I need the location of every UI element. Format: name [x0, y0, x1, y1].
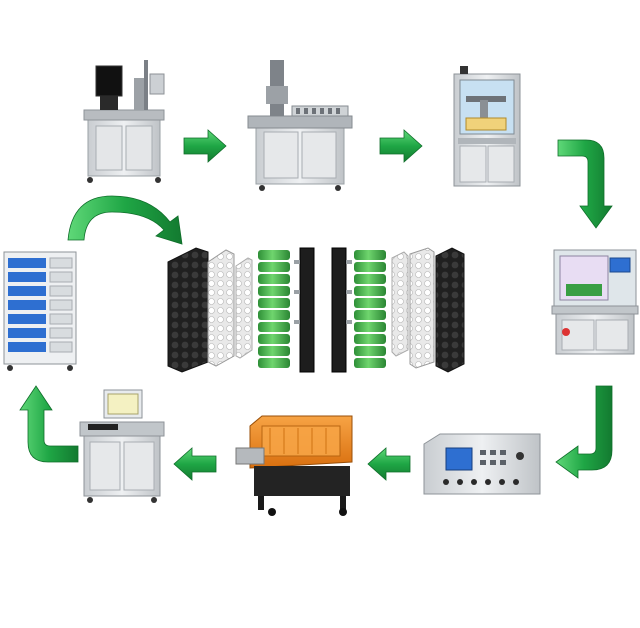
left-cell-stack: [258, 250, 290, 368]
arrow-step8-to-center: [67, 195, 183, 245]
arrow-step5-to-step6: [367, 447, 411, 481]
exploded-battery-pack: [167, 247, 465, 373]
holder-press-machine: [247, 60, 353, 191]
battery-pack-tester: [423, 433, 541, 495]
arrow-step7-to-step8: [19, 385, 79, 463]
heat-shrink-tunnel: [235, 415, 353, 516]
arrow-step1-to-step2: [183, 129, 227, 163]
arrow-step2-to-step3: [379, 129, 423, 163]
arrow-step3-to-step4: [557, 139, 613, 229]
aging-cabinet: [3, 251, 77, 371]
arrow-step4-to-step5: [555, 385, 613, 479]
cell-sorting-machine: [83, 60, 165, 183]
laser-welding-machine: [551, 249, 639, 355]
inspection-station: [79, 389, 165, 503]
enclosed-welding-machine: [453, 66, 521, 187]
right-cell-stack: [354, 250, 386, 368]
arrow-step6-to-step7: [173, 447, 217, 481]
